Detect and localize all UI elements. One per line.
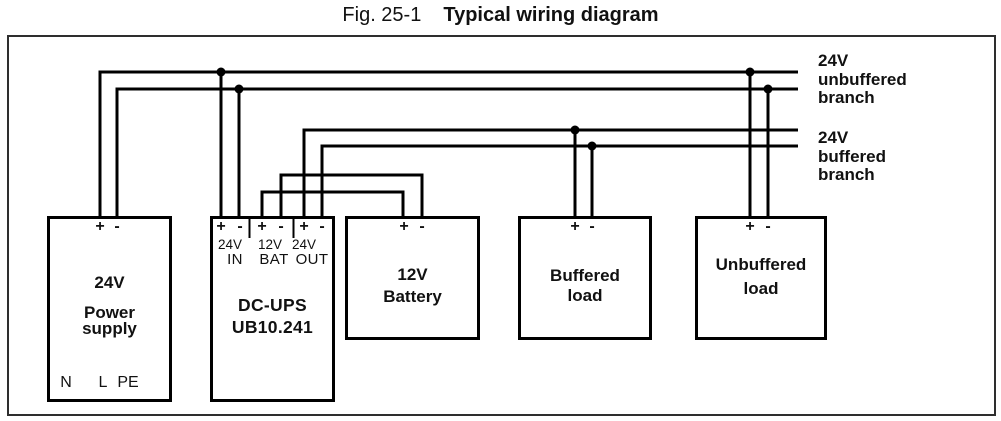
ups-out-port-label: OUT xyxy=(295,251,329,268)
buffered-branch-label: 24V buffered branch xyxy=(818,128,886,185)
ups-in-minus-terminal: - xyxy=(237,218,243,235)
buffered-load-name-line2: load xyxy=(567,286,603,305)
ups-model-line1: DC-UPS xyxy=(238,295,307,315)
ups-bat-plus-terminal: + xyxy=(257,218,267,235)
unbuffered-branch-label: 24V unbuffered branch xyxy=(818,51,907,108)
ups-in-voltage-label: 24V xyxy=(217,237,243,252)
figure-caption: Typical wiring diagram xyxy=(443,4,659,26)
buffered-load-minus-terminal: - xyxy=(589,218,595,235)
power-supply-box xyxy=(47,216,172,402)
unbuffered-load-name-line2: load xyxy=(743,279,779,298)
buffered-load-name-line1: Buffered xyxy=(550,266,620,285)
power-supply-name-line1: Power xyxy=(83,303,136,322)
unbuffered-load-box xyxy=(695,216,827,340)
unbuffered-branch-line3: branch xyxy=(818,88,875,107)
ups-bat-minus-terminal: - xyxy=(278,218,284,235)
buffered-branch-line1: 24V xyxy=(818,128,849,147)
diagram-frame xyxy=(7,35,996,416)
buffered-load-plus-terminal: + xyxy=(570,218,580,235)
ups-out-plus-terminal: + xyxy=(299,218,309,235)
power-supply-terminal-l: L xyxy=(98,374,108,391)
power-supply-terminal-n: N xyxy=(60,374,72,391)
buffered-branch-line3: branch xyxy=(818,165,875,184)
ups-out-voltage-label: 24V xyxy=(291,237,317,252)
unbuffered-load-name-line1: Unbuffered xyxy=(715,255,807,274)
ups-in-port-label: IN xyxy=(227,251,243,268)
unbuffered-branch-line2: unbuffered xyxy=(818,69,907,89)
ups-out-minus-terminal: - xyxy=(319,218,325,235)
power-supply-voltage: 24V xyxy=(94,273,125,292)
unbuffered-branch-line1: 24V xyxy=(818,51,849,70)
ups-model-line2: UB10.241 xyxy=(231,317,314,337)
power-supply-plus-terminal: + xyxy=(95,218,105,235)
figure-title: Fig. 25-1 Typical wiring diagram xyxy=(0,2,1001,28)
dc-ups-box xyxy=(210,216,335,402)
ups-bat-port-label: BAT xyxy=(259,251,289,268)
buffered-branch-line2: buffered xyxy=(818,146,886,166)
power-supply-terminal-pe: PE xyxy=(117,374,139,391)
buffered-load-box xyxy=(518,216,652,340)
battery-minus-terminal: - xyxy=(419,218,425,235)
power-supply-name-line2: supply xyxy=(82,319,137,338)
battery-plus-terminal: + xyxy=(399,218,409,235)
ups-in-plus-terminal: + xyxy=(216,218,226,235)
figure-number: Fig. 25-1 xyxy=(342,4,422,26)
unbuffered-load-plus-terminal: + xyxy=(745,218,755,235)
ups-bat-voltage-label: 12V xyxy=(257,237,283,252)
battery-voltage: 12V xyxy=(397,265,428,284)
power-supply-minus-terminal: - xyxy=(114,218,120,235)
battery-name: Battery xyxy=(383,287,442,306)
battery-box xyxy=(345,216,480,340)
unbuffered-load-minus-terminal: - xyxy=(765,218,771,235)
